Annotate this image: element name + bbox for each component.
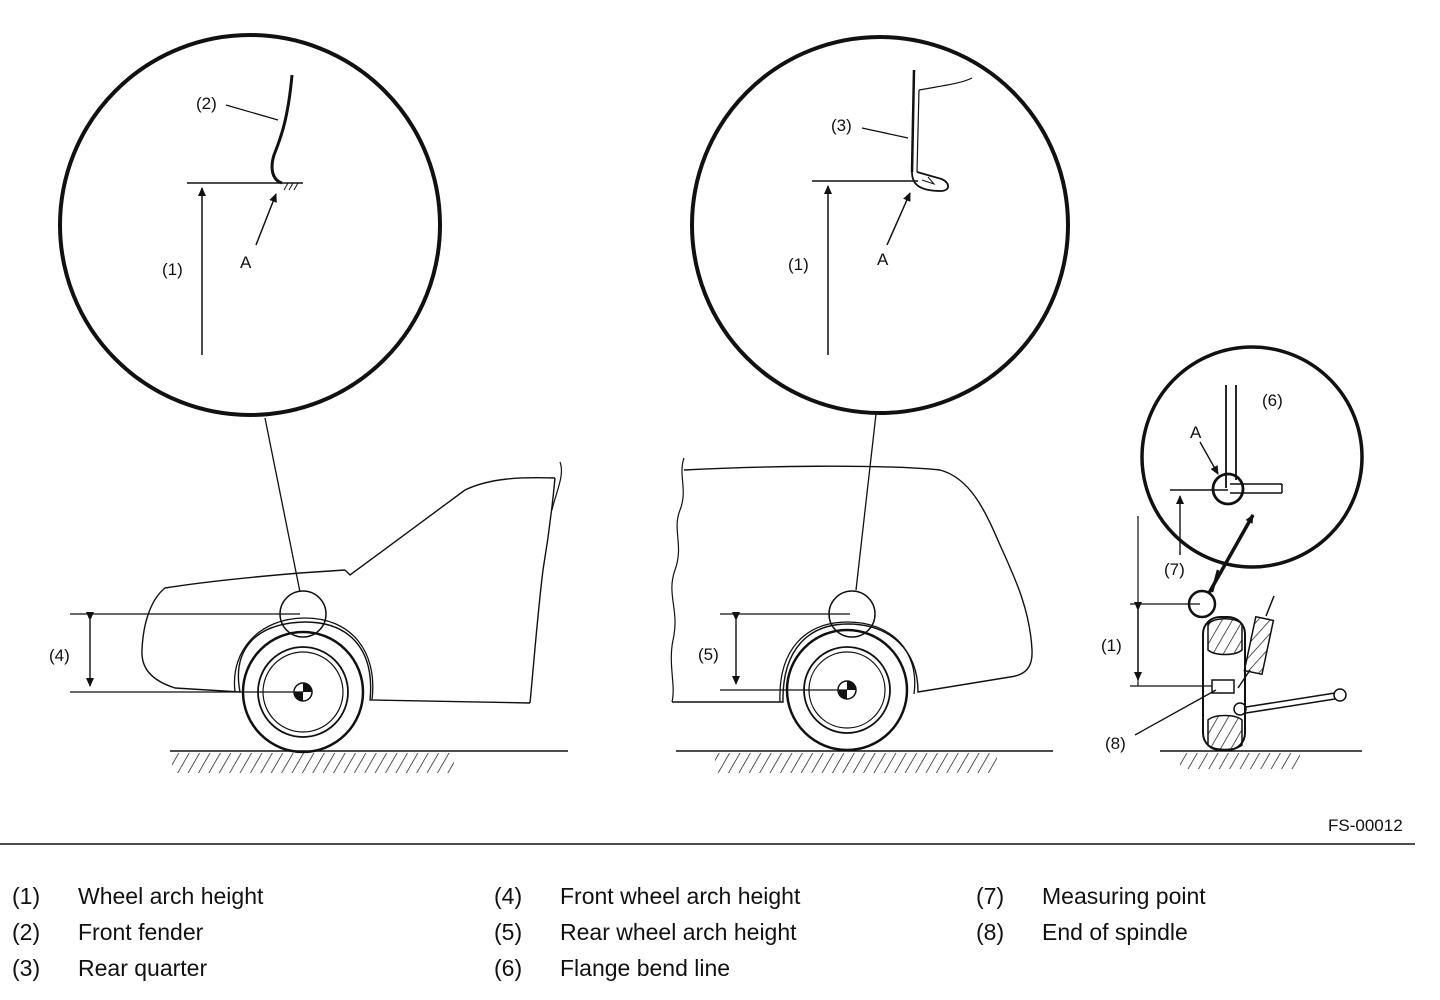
- callout-8: (8): [1105, 734, 1126, 753]
- rear-car-body: [672, 465, 1033, 703]
- legend-label: End of spindle: [1042, 919, 1188, 945]
- legend-label: Rear wheel arch height: [560, 919, 797, 945]
- spindle-ground-hatch: [1180, 753, 1300, 769]
- legend-number: (5): [494, 919, 523, 945]
- rear-quarter-flange: [911, 171, 949, 192]
- legend-label: Front fender: [78, 919, 204, 945]
- point-a-rear: A: [877, 250, 889, 269]
- legend-number: (1): [12, 883, 41, 909]
- rear-quarter-view: (3) (1) A (5): [670, 35, 1070, 773]
- front-point-a-arrow: [255, 193, 277, 246]
- front-detail-circle: [58, 33, 442, 417]
- strut: [1243, 615, 1275, 676]
- front-fender-view: (2) (1) A (4): [49, 33, 568, 773]
- legend-label: Flange bend line: [560, 955, 731, 981]
- legend-number: (8): [976, 919, 1005, 945]
- callout-2: (2): [196, 94, 217, 113]
- spindle-point-a-arrow: [1199, 441, 1219, 475]
- callout-1-spindle: (1): [1101, 636, 1122, 655]
- callout-1-rear: (1): [788, 255, 809, 274]
- legend-label: Front wheel arch height: [560, 883, 801, 909]
- legend-label: Measuring point: [1042, 883, 1206, 909]
- figure-id: FS-00012: [1328, 816, 1403, 835]
- spindle-view: (6) A (7) (1) (8): [1101, 345, 1364, 769]
- legend-label: Wheel arch height: [78, 883, 264, 909]
- legend-label: Rear quarter: [78, 955, 208, 981]
- callout-4: (4): [49, 646, 70, 665]
- front-fender-line: [270, 74, 294, 185]
- legend-number: (2): [12, 919, 41, 945]
- callout-1-front: (1): [162, 260, 183, 279]
- rear-ground-hatch: [715, 753, 997, 773]
- rear-point-a-arrow: [886, 192, 911, 246]
- callout-6: (6): [1262, 391, 1283, 410]
- legend-number: (6): [494, 955, 523, 981]
- callout-7: (7): [1164, 560, 1185, 579]
- front-car-body: [141, 569, 531, 704]
- callout-3: (3): [831, 116, 852, 135]
- flange-bend-circle: [1211, 472, 1245, 506]
- front-ground-hatch: [172, 753, 454, 773]
- callout-5: (5): [698, 645, 719, 664]
- legend-number: (3): [12, 955, 41, 981]
- legend-number: (7): [976, 883, 1005, 909]
- legend-number: (4): [494, 883, 523, 909]
- rear-detail-circle: [690, 35, 1070, 415]
- spindle-detail-circle: [1140, 345, 1364, 569]
- legend: (1) Wheel arch height (2) Front fender (…: [0, 876, 1440, 996]
- point-a-spindle: A: [1190, 423, 1202, 442]
- point-a-front: A: [240, 253, 252, 272]
